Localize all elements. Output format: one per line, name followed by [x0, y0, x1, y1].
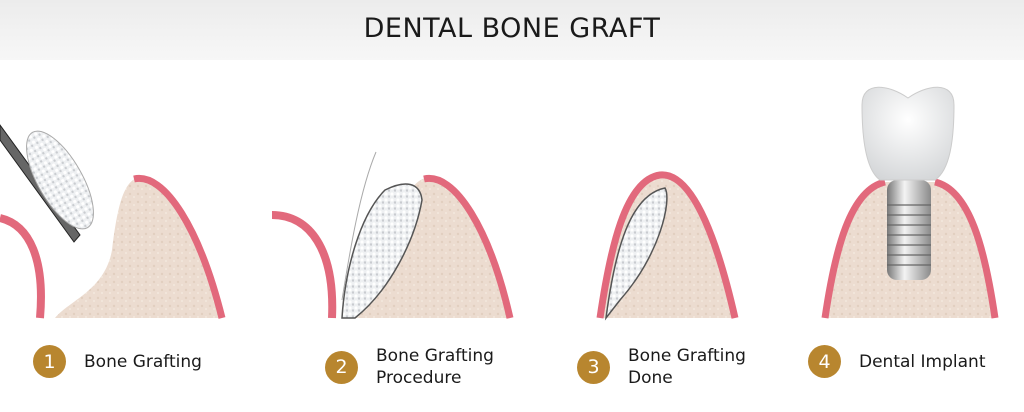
- step-label-line2: Done: [628, 368, 673, 388]
- panel-1-bone-grafting: [0, 124, 226, 319]
- gum-left: [271, 211, 337, 319]
- step-label: Dental Implant: [859, 351, 985, 373]
- graft-material: [604, 187, 668, 321]
- crown-icon: [861, 86, 955, 181]
- gum: [596, 171, 739, 319]
- gum: [821, 178, 999, 319]
- step-1: 1 Bone Grafting: [33, 345, 202, 378]
- gum: [133, 174, 226, 319]
- step-number-badge: 1: [33, 345, 66, 378]
- step-label-line1: Dental Implant: [859, 351, 986, 372]
- panel-4-dental-implant: [821, 86, 999, 319]
- page-title: DENTAL BONE GRAFT: [363, 13, 661, 44]
- graft-instrument-icon: [0, 124, 94, 243]
- step-label-line2: Procedure: [376, 368, 462, 388]
- step-label: Bone Grafting: [84, 351, 202, 373]
- step-number-badge: 2: [325, 350, 358, 384]
- header-band: [0, 0, 1024, 60]
- membrane: [341, 151, 377, 301]
- step-4: 4 Dental Implant: [808, 345, 985, 378]
- gum: [423, 174, 514, 319]
- step-number-badge: 4: [808, 345, 841, 378]
- step-number-badge: 3: [577, 350, 610, 384]
- gum-left: [0, 214, 45, 319]
- step-label-line1: Bone Grafting: [84, 351, 202, 372]
- panel-3-bone-grafting-done: [596, 171, 739, 321]
- step-label-line1: Bone Grafting: [376, 346, 494, 366]
- panel-2-bone-grafting-procedure: [271, 151, 514, 319]
- graft-material: [341, 183, 423, 319]
- step-label-line1: Bone Grafting: [628, 346, 746, 366]
